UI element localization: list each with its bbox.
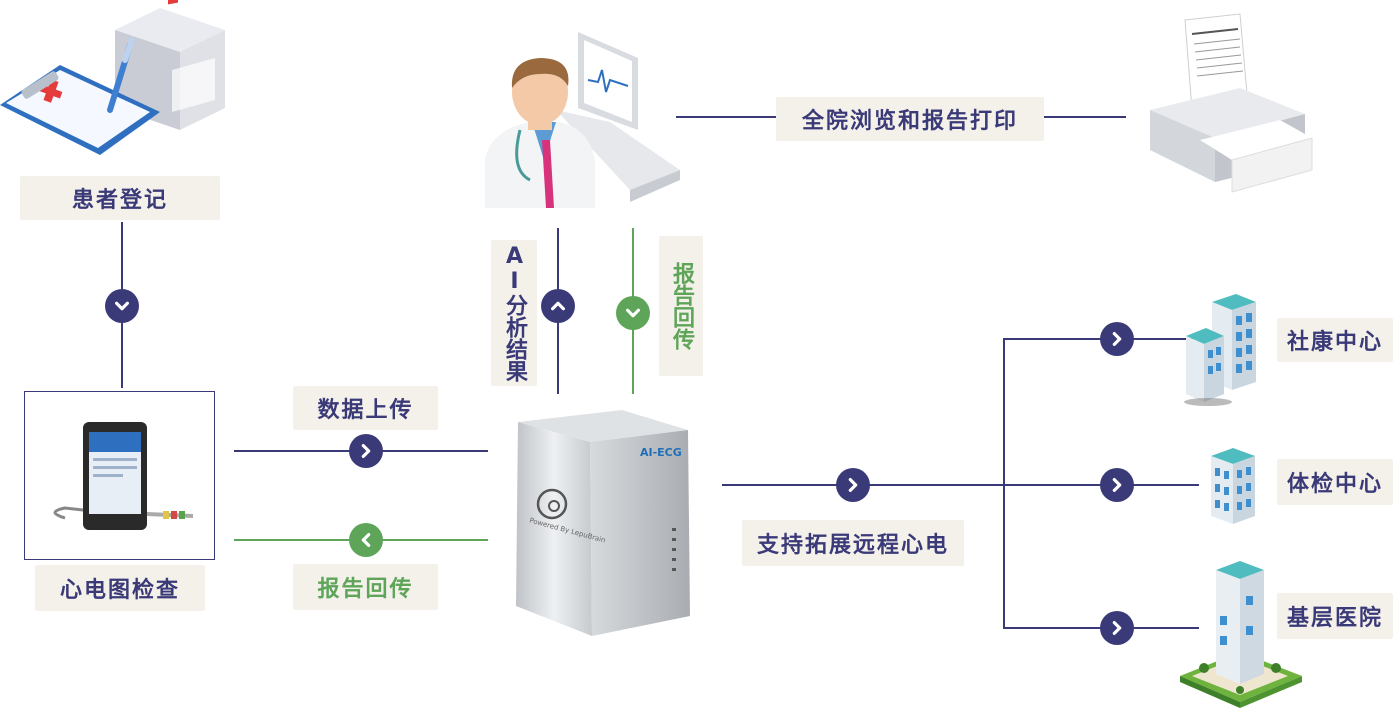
ai-result-label: AI分析结果 [491,240,537,386]
physical-building-icon [1205,446,1265,526]
hospital-building-icon [1176,556,1306,708]
patient-register-illustration [0,0,230,170]
right-arrow-icon [1100,322,1134,356]
physical-center-label: 体检中心 [1277,459,1393,505]
report-return-label-top: 报告回传 [659,236,703,376]
branch-vertical-line [1003,338,1005,629]
hospital-print-label: 全院浏览和报告打印 [776,97,1044,141]
right-arrow-icon [1100,611,1134,645]
left-arrow-icon [349,523,383,557]
right-arrow-icon [836,468,870,502]
right-arrow-icon [349,434,383,468]
up-arrow-icon [541,289,575,323]
branch-community-line [1003,338,1193,340]
patient-register-label: 患者登记 [20,176,220,220]
remote-ecg-label: 支持拓展远程心电 [742,520,964,566]
report-return-label-left: 报告回传 [293,564,438,610]
ecg-tablet-icon [53,422,194,530]
doctor-illustration [480,30,685,208]
right-arrow-icon [1100,468,1134,502]
community-building-icon [1180,290,1270,408]
printer-illustration [1140,10,1315,195]
ecg-device-box [24,391,215,560]
data-upload-label: 数据上传 [293,386,438,430]
green-down-arrow-icon [616,296,650,330]
primary-hospital-label: 基层医院 [1277,593,1393,639]
community-center-label: 社康中心 [1277,318,1393,362]
ai-ecg-server: AI-ECG Powered By LepuBrain [512,408,692,640]
server-brand: AI-ECG [640,446,682,459]
ecg-check-label: 心电图检查 [35,565,205,611]
down-arrow-icon [105,289,139,323]
